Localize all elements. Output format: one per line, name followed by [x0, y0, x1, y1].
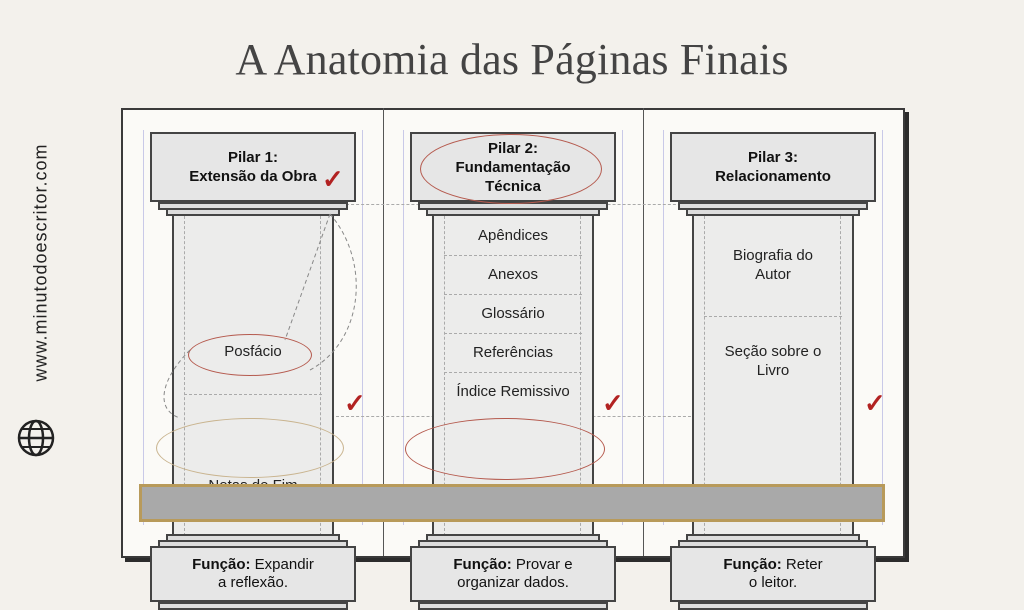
pillar-1-title: Pilar 1:	[227, 149, 278, 166]
guide-line	[143, 130, 144, 525]
pillar-3-title: Pilar 3:	[747, 149, 799, 166]
item-anexos: Anexos	[487, 266, 539, 283]
item-referencias: Referências	[472, 344, 554, 361]
function-text: o leitor.	[748, 574, 798, 591]
guide-line	[362, 130, 363, 525]
pillar-2-function: Função: Provar e organizar dados.	[410, 546, 616, 602]
side-url-text: www.minutodoescritor.com	[30, 143, 51, 382]
sketch-lines	[163, 213, 357, 419]
infographic-page: A Anatomia das Páginas Finais www.minuto…	[6, 35, 905, 610]
highlight-oval	[188, 334, 312, 376]
item-apendices: Apêndices	[477, 227, 549, 244]
pillar-3-heading: Pilar 3: Relacionamento	[670, 132, 876, 202]
page-title: A Anatomia das Páginas Finais	[235, 35, 789, 84]
item-biografia-do-autor: Biografia do Autor	[732, 247, 814, 283]
globe-icon	[17, 419, 55, 457]
pillar-1-subtitle: Extensão da Obra	[189, 168, 317, 185]
pillar-3-function: Função: Reter o leitor.	[670, 546, 876, 602]
highlight-oval	[420, 134, 602, 204]
item-glossario: Glossário	[481, 305, 545, 322]
function-text: Expandir	[254, 556, 314, 573]
item-secao-sobre-o-livro: Seção sobre o Livro	[724, 343, 822, 379]
item-separator	[444, 333, 582, 334]
pillar-foot	[158, 602, 348, 610]
checkmark-icon: ✓	[864, 388, 886, 418]
function-text: a reflexão.	[217, 574, 289, 591]
function-label: Função:	[453, 556, 512, 573]
pillar-foot	[418, 602, 608, 610]
highlight-oval	[156, 418, 344, 478]
checkmark-icon: ✓	[602, 388, 624, 418]
guide-line	[882, 130, 883, 525]
item-separator	[444, 255, 582, 256]
pillar-3-subtitle: Relacionamento	[715, 168, 831, 185]
item-separator	[444, 372, 582, 373]
item-separator	[184, 394, 322, 395]
checkmark-icon: ✓	[344, 388, 366, 418]
highlight-oval	[405, 418, 605, 480]
pillar-1-heading: Pilar 1: Extensão da Obra	[150, 132, 356, 202]
function-text: Provar e	[515, 556, 573, 573]
pillar-1-function: Função: Expandir a reflexão.	[150, 546, 356, 602]
function-label: Função:	[723, 556, 782, 573]
foundation-platform	[139, 484, 885, 522]
guide-line	[403, 130, 404, 525]
item-separator	[704, 316, 842, 317]
column-divider	[383, 108, 384, 556]
function-text: organizar dados.	[457, 574, 569, 591]
item-indice-remissivo: Índice Remissivo	[456, 383, 570, 400]
function-label: Função:	[192, 556, 251, 573]
guide-line	[663, 130, 664, 525]
side-url[interactable]: www.minutodoescritor.com	[6, 120, 66, 410]
guide-line	[622, 130, 623, 525]
item-separator	[444, 294, 582, 295]
function-text: Reter	[785, 556, 823, 573]
pillar-foot	[678, 602, 868, 610]
column-divider	[643, 108, 644, 556]
checkmark-icon: ✓	[322, 164, 344, 194]
